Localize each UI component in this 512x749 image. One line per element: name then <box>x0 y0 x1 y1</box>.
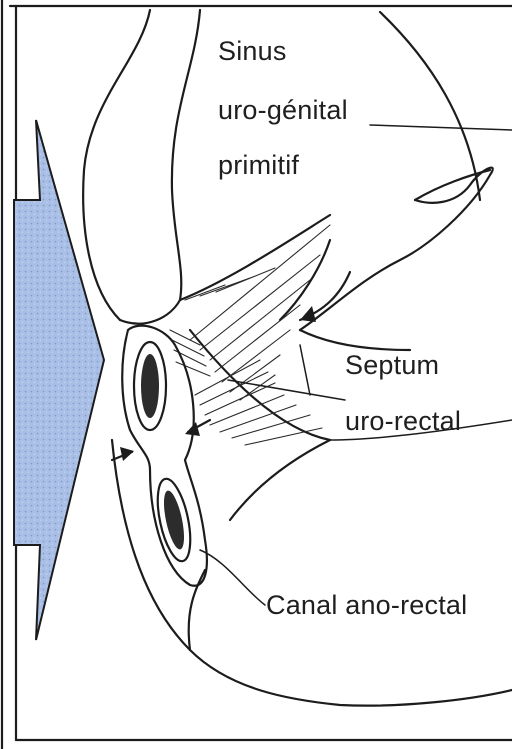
label-septum-line2: uro-rectal <box>345 406 461 437</box>
label-sinus-line1: Sinus <box>218 36 287 67</box>
label-sinus-line3: primitif <box>218 150 299 181</box>
label-septum-line1: Septum <box>345 350 439 381</box>
lower-body-outline <box>112 420 512 706</box>
cloaca-lumens <box>122 326 207 586</box>
label-canal: Canal ano-rectal <box>266 590 467 621</box>
septum-body <box>170 168 493 520</box>
label-sinus-line2: uro-génital <box>218 95 348 126</box>
direction-arrow <box>14 120 104 640</box>
